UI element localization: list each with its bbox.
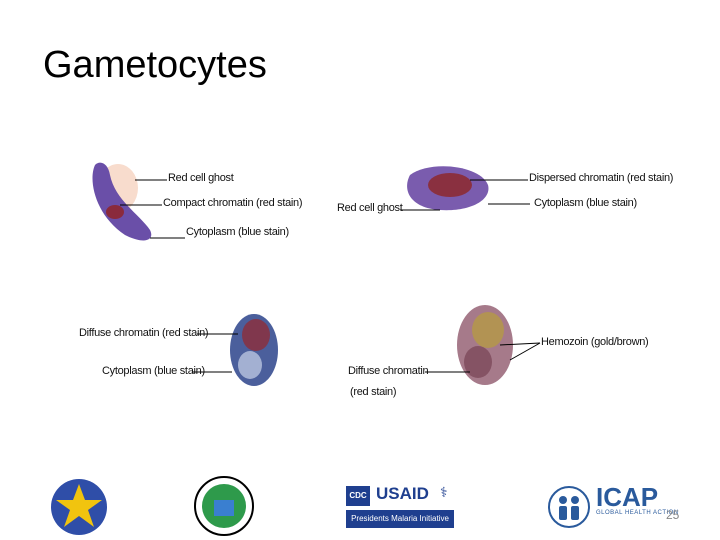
usaid-logo: USAID [376, 484, 429, 503]
slide-title: Gametocytes [43, 44, 267, 86]
label-diffuse-chromatin-2: Diffuse chromatin [348, 365, 429, 377]
label-cytoplasm-3: Cytoplasm (blue stain) [102, 365, 205, 377]
label-red-cell-ghost-1: Red cell ghost [168, 172, 234, 184]
label-cytoplasm-2: Cytoplasm (blue stain) [534, 197, 637, 209]
pmi-banner: Presidents Malaria Initiative [346, 510, 454, 528]
label-compact-chromatin: Compact chromatin (red stain) [163, 197, 303, 209]
slide-number: 25 [666, 508, 680, 522]
label-dispersed-chromatin: Dispersed chromatin (red stain) [529, 172, 674, 184]
icap-logo: ICAP [596, 482, 659, 512]
round-gametocyte-1 [230, 314, 278, 386]
round-gametocyte-2 [457, 305, 513, 385]
crescent-gametocyte-1 [92, 162, 152, 241]
cdc-logo: CDC [346, 486, 370, 506]
label-diffuse-chromatin-1: Diffuse chromatin (red stain) [79, 327, 209, 339]
icap-people-icon [548, 486, 590, 528]
icap-tagline: GLOBAL HEALTH ACTION [596, 510, 679, 516]
label-cytoplasm-1: Cytoplasm (blue stain) [186, 226, 289, 238]
crescent-gametocyte-2 [407, 166, 489, 211]
hhs-icon: ⚕ [440, 484, 448, 500]
ministry-seal-icon [194, 476, 254, 536]
label-red-stain: (red stain) [350, 386, 397, 398]
label-red-cell-ghost-2: Red cell ghost [337, 202, 403, 214]
label-hemozoin: Hemozoin (gold/brown) [541, 336, 649, 348]
ethiopia-emblem-icon [51, 479, 107, 535]
